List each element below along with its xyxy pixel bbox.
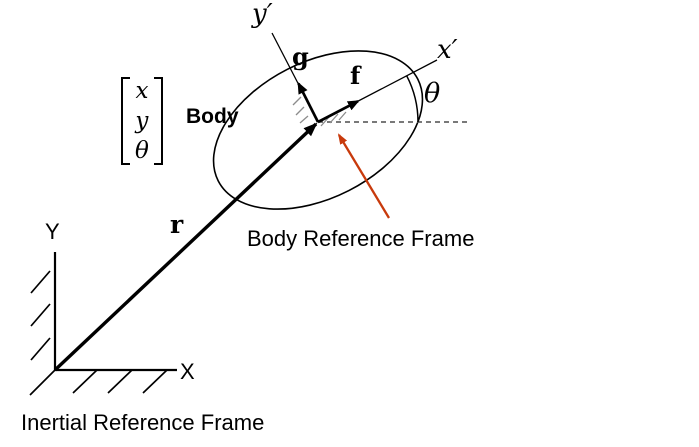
body-origin-hatching: [292, 96, 347, 127]
theta-angle-label: θ: [424, 78, 441, 109]
state-x: x: [135, 78, 149, 104]
r-vector-label: r: [170, 210, 184, 239]
theta-angle-arc: [406, 75, 419, 123]
hatch-mark: [72, 369, 98, 394]
hatch-mark: [30, 337, 51, 361]
g-vector-arrow: [297, 81, 320, 123]
hatch-mark: [320, 116, 330, 127]
x-prime-axis-label: x′: [437, 35, 458, 65]
state-y: y: [135, 108, 149, 134]
r-vector-arrow: [53, 122, 318, 372]
hatch-mark: [329, 113, 339, 124]
hatch-mark: [292, 96, 302, 106]
left-bracket: [121, 77, 130, 165]
right-bracket: [153, 77, 163, 165]
state-vector-matrix: x y θ: [121, 77, 163, 165]
inertial-reference-frame-label: Inertial Reference Frame: [21, 410, 265, 435]
g-vector-label: g: [292, 42, 309, 71]
y-prime-axis-label: y′: [252, 0, 273, 29]
inertial-frame-hatching: [29, 270, 168, 396]
inertial-y-axis-label: Y: [45, 219, 60, 244]
hatch-mark: [30, 270, 51, 294]
hatch-mark: [299, 115, 309, 124]
body-reference-frame-label: Body Reference Frame: [247, 226, 475, 251]
hatch-mark: [107, 369, 133, 394]
inertial-x-axis-label: X: [180, 359, 195, 384]
f-vector-label: f: [350, 61, 361, 90]
body-ellipse: [212, 50, 424, 210]
hatch-mark: [30, 303, 51, 327]
body-label: Body: [186, 105, 239, 128]
hatch-mark: [142, 369, 168, 394]
annotation-arrow: [337, 133, 390, 219]
hatch-mark: [295, 106, 305, 116]
state-vector-entries: x y θ: [130, 77, 154, 165]
hatch-mark: [338, 111, 347, 121]
f-vector-arrow: [317, 100, 360, 124]
hatch-mark: [29, 369, 56, 396]
state-theta: θ: [135, 138, 149, 164]
